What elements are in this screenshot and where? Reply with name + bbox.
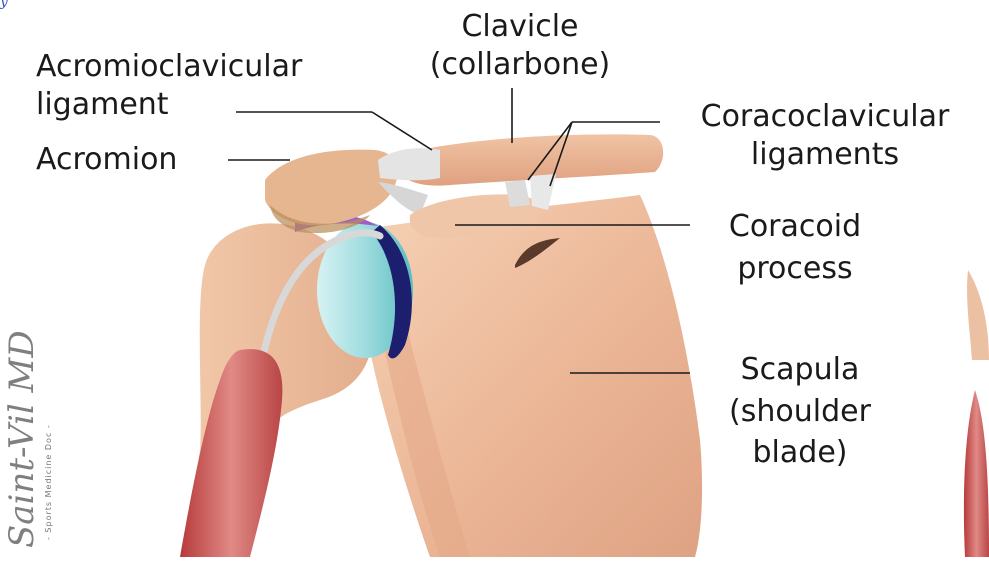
label-clavicle: Clavicle: [435, 8, 605, 46]
label-scapula: Scapula: [700, 351, 900, 389]
acromion-bone: [265, 150, 398, 226]
corner-mark: y: [0, 0, 8, 10]
label-coracoid-2: process: [695, 250, 895, 288]
watermark-subtitle: - Sports Medicine Doc -: [44, 424, 53, 540]
label-coracoclavicular-2: ligaments: [670, 136, 980, 174]
label-coracoid: Coracoid: [695, 208, 895, 246]
acromioclavicular-ligament: [378, 148, 440, 180]
label-acromioclavicular-2: ligament: [36, 86, 169, 124]
label-scapula-3: blade): [700, 434, 900, 472]
label-acromion: Acromion: [36, 141, 177, 179]
leader-line-acromioclavicular-diag: [372, 112, 432, 150]
partial-muscle-right: [964, 390, 989, 557]
label-acromioclavicular: Acromioclavicular: [36, 48, 302, 86]
watermark-signature: Saint-Vil MD: [2, 330, 42, 548]
label-clavicle-sub: (collarbone): [410, 46, 630, 84]
label-coracoclavicular: Coracoclavicular: [670, 98, 980, 136]
biceps-muscle: [180, 349, 282, 557]
partial-bone-right: [967, 270, 989, 360]
label-scapula-2: (shoulder: [700, 393, 900, 431]
